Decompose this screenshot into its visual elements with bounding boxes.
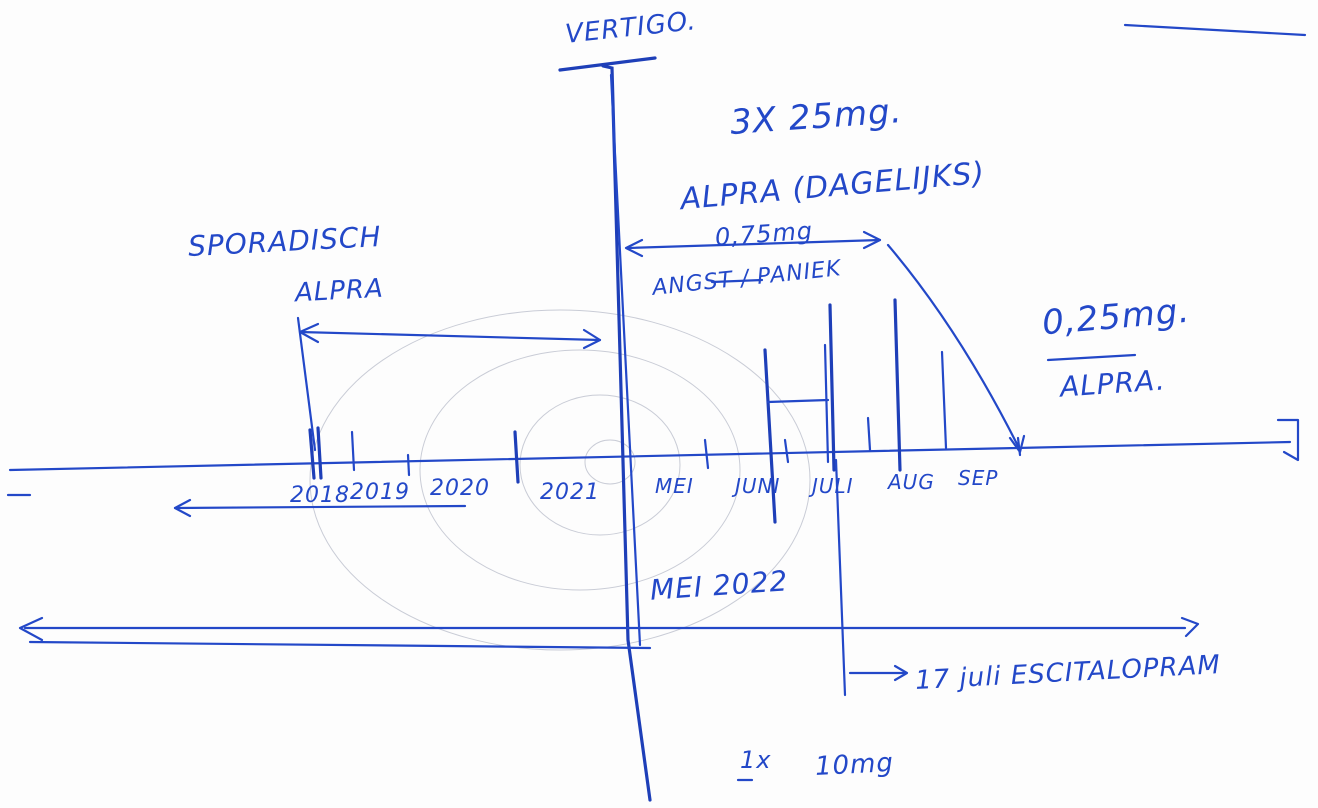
label-month-mei: MEI bbox=[655, 476, 694, 496]
label-month-juli: JULI bbox=[812, 476, 854, 496]
label-year-2019: 2019 bbox=[350, 482, 410, 504]
corner-dash bbox=[1125, 25, 1305, 35]
label-month-juni: JUNI bbox=[735, 476, 780, 496]
label-year-2021: 2021 bbox=[540, 482, 600, 504]
label-year-2018: 2018 bbox=[290, 485, 350, 507]
lower-baseline bbox=[30, 642, 650, 648]
label-month-aug: AUG bbox=[888, 472, 935, 492]
label-dose-1x: 1x bbox=[740, 748, 771, 772]
label-low-dose-alpra: ALPRA. bbox=[1059, 366, 1166, 401]
timeline-axis bbox=[10, 442, 1290, 470]
sporadic-range-arrow bbox=[300, 332, 600, 340]
year-ticks bbox=[310, 428, 518, 482]
central-divider bbox=[603, 66, 650, 800]
axis-end-arrow bbox=[1278, 420, 1298, 460]
label-sporadic-2: ALPRA bbox=[294, 276, 384, 307]
low-dose-underline bbox=[1048, 355, 1135, 360]
label-alpra-daily-dose: 0,75mg bbox=[714, 219, 813, 250]
label-month-sep: SEP bbox=[958, 468, 998, 488]
taper-curve bbox=[888, 245, 1020, 450]
label-dose-10mg: 10mg bbox=[814, 750, 894, 780]
label-year-2020: 2020 bbox=[430, 478, 490, 500]
bracket-juni-juli bbox=[768, 400, 828, 402]
